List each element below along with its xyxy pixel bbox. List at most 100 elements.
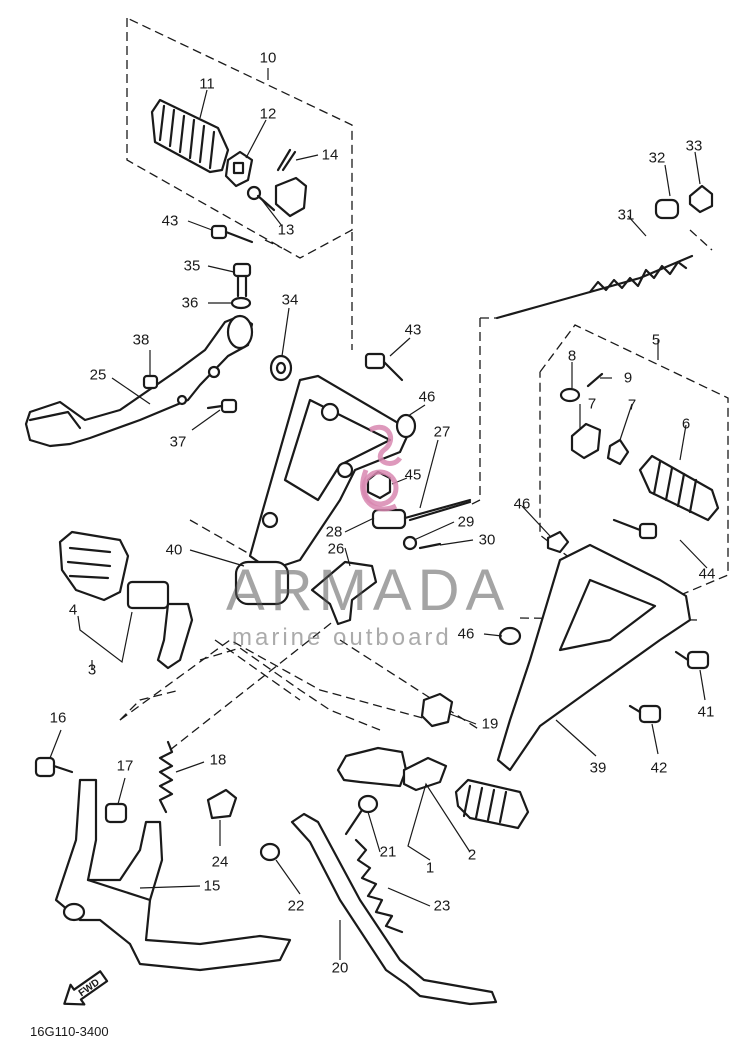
- bolt-44-top: [210, 224, 254, 244]
- footrest-bracket-40: [248, 374, 412, 572]
- callout-14: 14: [322, 147, 339, 164]
- leader-lines: [49, 68, 708, 960]
- callout-21: 21: [380, 844, 397, 861]
- callout-18: 18: [210, 752, 227, 769]
- frame-outline: [119, 647, 381, 731]
- watermark: ARMADA marine outboard: [226, 425, 510, 651]
- callout-10: 10: [260, 50, 277, 67]
- callout-41: 41: [698, 704, 715, 721]
- callout-7a: 7: [588, 396, 596, 413]
- collar-46-middle: [498, 626, 522, 646]
- callout-5: 5: [652, 332, 660, 349]
- cotter-pin-14: [276, 148, 297, 172]
- cotter-pin-9: [586, 372, 604, 388]
- callout-33: 33: [686, 138, 703, 155]
- callout-32: 32: [649, 150, 666, 167]
- callout-11: 11: [199, 76, 215, 93]
- callout-27: 27: [434, 424, 451, 441]
- collar-24: [206, 788, 238, 820]
- callout-46a: 46: [419, 389, 436, 406]
- callout-1: 1: [426, 860, 434, 877]
- callout-26: 26: [328, 541, 345, 558]
- brake-pedal-25: [24, 314, 254, 448]
- fwd-arrow: FWD: [63, 970, 109, 1006]
- callout-37: 37: [170, 434, 187, 451]
- footrest-rubber-2: [454, 778, 530, 830]
- bolt-42: [628, 704, 662, 724]
- bolt-37: [206, 398, 238, 414]
- cable-31: [495, 254, 694, 320]
- nut-38: [142, 374, 159, 390]
- subassembly-5-frame: [539, 324, 729, 613]
- subassembly-10-frame: [126, 17, 353, 259]
- callout-12: 12: [260, 106, 277, 123]
- callout-labels: 1 2 3 4 5 6 7 7 8 9 10 11 12 13 14 15 16…: [50, 50, 716, 977]
- callout-46b: 46: [514, 496, 531, 513]
- callout-7b: 7: [628, 397, 636, 414]
- callout-25: 25: [90, 367, 107, 384]
- bracket-7-small: [570, 422, 602, 460]
- side-stand-20: [290, 812, 498, 1006]
- center-stand-15: [54, 778, 292, 972]
- callout-20: 20: [332, 960, 349, 977]
- washer-36: [230, 296, 252, 310]
- spring-23: [354, 838, 404, 934]
- callout-31: 31: [618, 207, 635, 224]
- collar-46-upper: [395, 413, 417, 439]
- callout-46c: 46: [458, 626, 475, 643]
- nut-29: [402, 535, 418, 551]
- callout-45: 45: [405, 467, 422, 484]
- dashed-assembly-lines: [119, 229, 713, 751]
- callout-9: 9: [624, 370, 632, 387]
- footrest-1: [336, 746, 448, 792]
- collar-17: [104, 802, 128, 824]
- callout-28: 28: [326, 524, 343, 541]
- nut-22: [259, 842, 281, 862]
- bolt-41: [674, 650, 710, 670]
- bracket-10: [274, 176, 308, 218]
- bolt-16: [34, 756, 74, 778]
- callout-29: 29: [458, 514, 475, 531]
- callout-13: 13: [278, 222, 295, 239]
- watermark-brand: ARMADA: [226, 558, 510, 623]
- callout-23: 23: [434, 898, 451, 915]
- callout-3: 3: [88, 662, 96, 679]
- footrest-plate-12: [224, 150, 254, 188]
- figure-code: 16G110-3400: [30, 1024, 109, 1039]
- callout-17: 17: [117, 758, 134, 775]
- callout-2: 2: [468, 847, 476, 864]
- watermark-logo: [360, 425, 403, 512]
- callout-36: 36: [182, 295, 199, 312]
- footrest-rubber-11: [150, 98, 230, 174]
- callout-40: 40: [166, 542, 183, 559]
- bolt-35: [232, 262, 252, 298]
- callout-15: 15: [204, 878, 221, 895]
- callout-22: 22: [288, 898, 305, 915]
- bolt-43: [364, 352, 404, 382]
- footrest-bracket-39: [496, 543, 692, 772]
- collar-46-right: [546, 530, 570, 554]
- adjuster-33: [688, 184, 714, 214]
- cotter-pin-30: [418, 542, 442, 550]
- callout-38: 38: [133, 332, 150, 349]
- callout-24: 24: [212, 854, 229, 871]
- callout-8: 8: [568, 348, 576, 365]
- callout-34: 34: [282, 292, 299, 309]
- pin-13: [246, 185, 276, 212]
- callout-44a: 43: [162, 213, 179, 230]
- plate-7: [606, 438, 630, 466]
- spring-34: [269, 354, 293, 382]
- bolt-44-right: [612, 518, 658, 540]
- pin-8: [559, 387, 581, 403]
- footrest-3: [126, 580, 194, 670]
- callout-30: 30: [479, 532, 496, 549]
- callout-39: 39: [590, 760, 607, 777]
- callout-16: 16: [50, 710, 67, 727]
- callout-44b: 44: [699, 566, 716, 583]
- footrest-rubber-4: [58, 530, 130, 602]
- callout-42: 42: [651, 760, 668, 777]
- callout-43: 43: [405, 322, 422, 339]
- rod-27: [408, 500, 472, 522]
- callout-19: 19: [482, 716, 499, 733]
